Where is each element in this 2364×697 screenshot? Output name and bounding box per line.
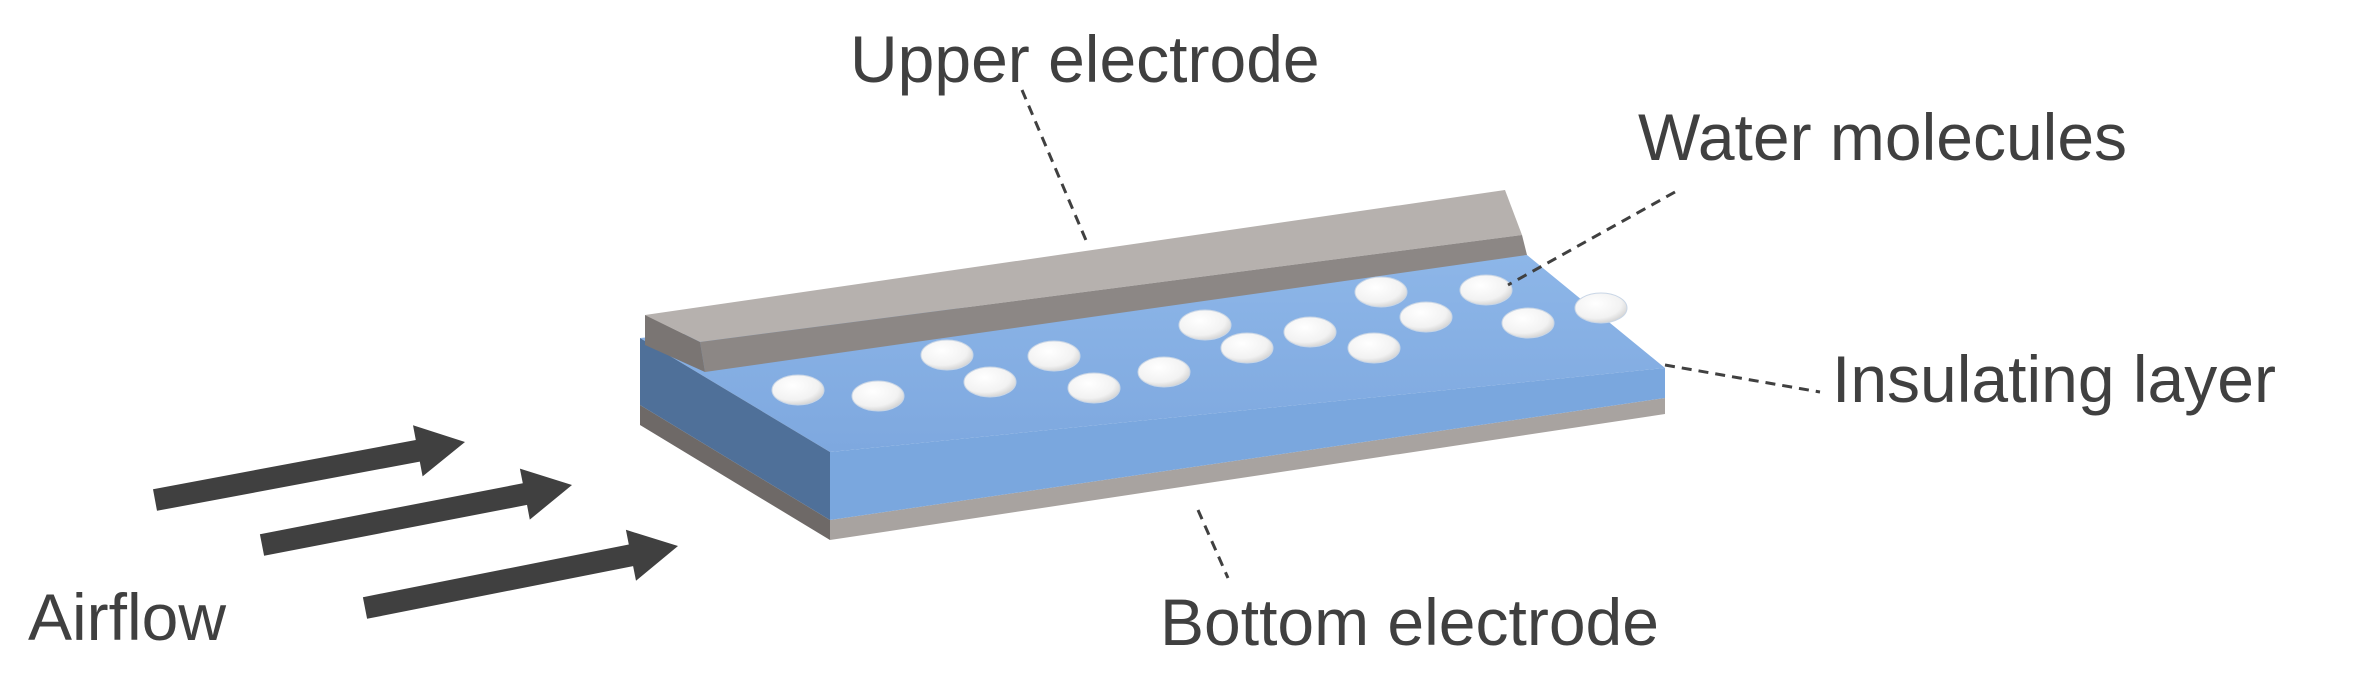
bottom-electrode-left [640, 405, 830, 540]
bottom-electrode [640, 398, 1665, 540]
upper-electrode-front [700, 235, 1527, 372]
upper-electrode-left [645, 315, 705, 372]
water-molecule [1574, 292, 1628, 324]
water-molecule [1501, 307, 1555, 339]
water-molecule [1347, 332, 1401, 364]
leader-line-upper-electrode [1020, 89, 1090, 246]
airflow-arrow [259, 468, 572, 556]
insulating-layer-label: Insulating layer [1832, 342, 2276, 416]
water-molecule [1220, 332, 1274, 364]
water-molecule [771, 374, 825, 406]
upper-electrode-label: Upper electrode [850, 22, 1320, 96]
insulating-layer-left [640, 338, 830, 520]
leader-line-water-molecules [1507, 190, 1676, 287]
leader-line-bottom-electrode [1196, 509, 1230, 579]
water-molecule [1027, 340, 1081, 372]
insulating-layer-front [830, 368, 1665, 520]
leader-lines [1020, 89, 1821, 579]
airflow-arrow [153, 425, 465, 511]
water-molecule [1399, 301, 1453, 333]
water-molecules-label: Water molecules [1638, 100, 2127, 174]
water-molecule [920, 339, 974, 371]
airflow-arrows [153, 425, 678, 619]
airflow-arrow [362, 529, 678, 619]
airflow-label: Airflow [28, 580, 226, 654]
leader-line-insulating-layer [1664, 363, 1821, 394]
bottom-electrode-label: Bottom electrode [1160, 585, 1659, 659]
bottom-electrode-front [830, 398, 1665, 540]
upper-electrode-top [645, 190, 1522, 342]
water-molecules-group [771, 274, 1628, 412]
water-molecule [1283, 316, 1337, 348]
water-molecule [963, 366, 1017, 398]
upper-electrode [645, 190, 1527, 372]
water-molecule [1178, 309, 1232, 341]
water-molecule [1137, 356, 1191, 388]
water-molecule [1459, 274, 1513, 306]
water-molecule [1354, 276, 1408, 308]
water-molecule [851, 380, 905, 412]
water-molecule [1067, 372, 1121, 404]
